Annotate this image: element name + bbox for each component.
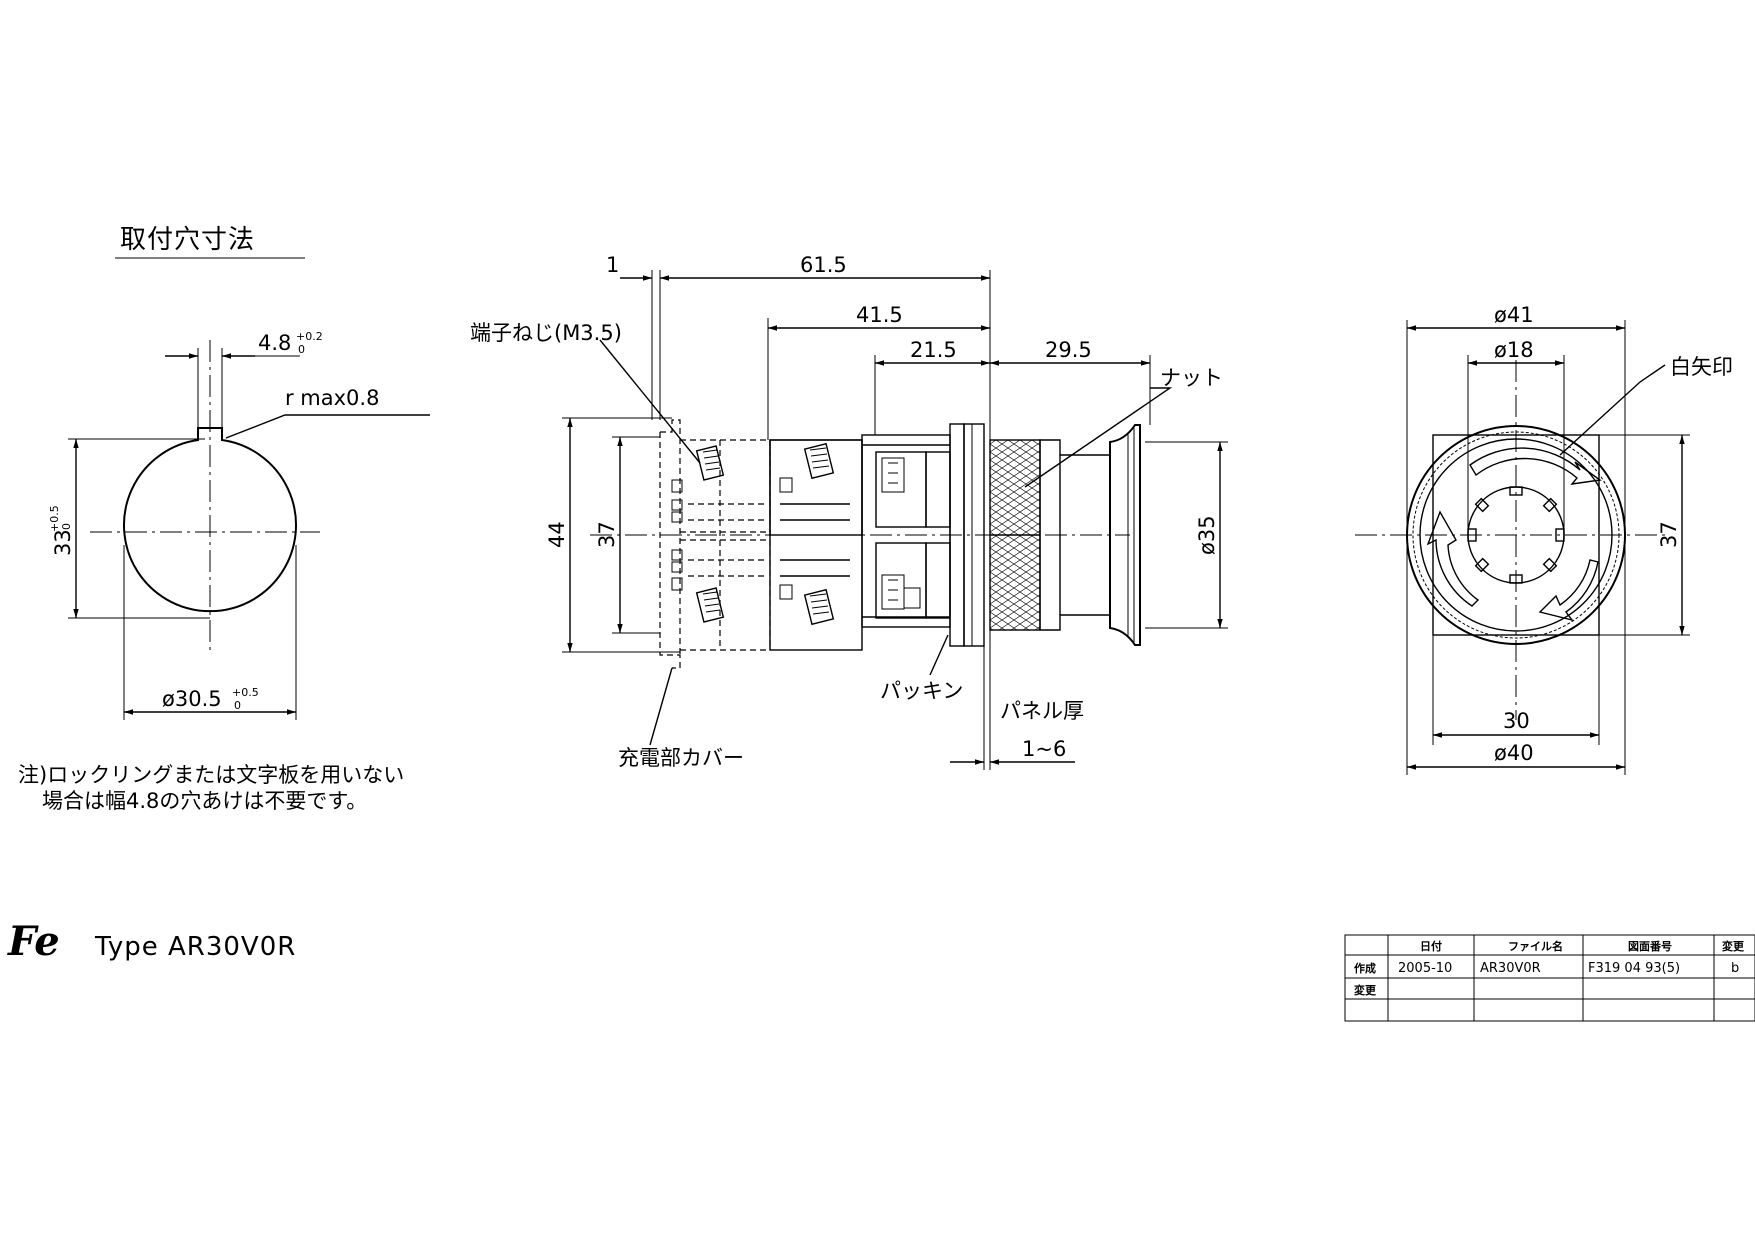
mounting-hole-title: 取付穴寸法 <box>120 225 255 255</box>
nut-leader <box>1024 387 1173 488</box>
note-line-2: 場合は幅4.8の穴あけは不要です。 <box>42 789 367 813</box>
terminal-screw-upper <box>803 442 835 480</box>
dim-37-value: 37 <box>595 521 619 548</box>
diameter-value: ø30.5 <box>162 687 222 711</box>
row1-label: 作成 <box>1354 961 1376 975</box>
dim-21-5-value: 21.5 <box>910 338 957 362</box>
live-part-cover <box>659 419 771 669</box>
height-value: 33 <box>51 529 75 556</box>
type-label: Type AR30V0R <box>94 932 296 962</box>
dim-41-5-value: 41.5 <box>856 303 903 327</box>
contact-block-rear <box>769 439 863 651</box>
panel-range-value: 1~6 <box>1022 737 1066 761</box>
mounting-hole-outline <box>123 427 297 613</box>
white-arrow-upper <box>1469 447 1602 485</box>
radius-leader <box>225 414 430 439</box>
dim-1-value: 1 <box>606 253 619 277</box>
dim-phi40-value: ø40 <box>1494 741 1534 765</box>
dim-37-front-value: 37 <box>1657 521 1681 548</box>
white-arrow-left <box>1426 510 1480 607</box>
mushroom-head <box>1109 424 1141 646</box>
diameter-tol-upper: +0.5 <box>232 686 259 699</box>
key-width-value: 4.8 <box>258 331 291 355</box>
dim-30-value: 30 <box>1503 709 1530 733</box>
row1-revision: b <box>1731 961 1739 976</box>
packing-leader <box>929 634 949 676</box>
dim-61-5-value: 61.5 <box>800 253 847 277</box>
row1-filename: AR30V0R <box>1480 961 1541 976</box>
note-line-1: 注)ロックリングまたは文字板を用いない <box>18 763 404 787</box>
panel-thickness-label: パネル厚 <box>1000 699 1084 723</box>
white-arrow-right <box>1538 559 1599 622</box>
nut-label: ナット <box>1160 366 1223 390</box>
dim-29-5-value: 29.5 <box>1045 338 1092 362</box>
key-width-tol-lower: 0 <box>298 343 305 356</box>
row1-date: 2005-10 <box>1398 961 1452 976</box>
terminal-block-upper <box>671 445 725 523</box>
side-view: 端子ねじ(M3.5) ナット パッキン パネル厚 充電部カバー 1 61.5 4… <box>470 253 1228 770</box>
hdr-drawing-no: 図面番号 <box>1628 939 1672 953</box>
terminal-screw-lower <box>803 588 835 626</box>
white-arrow-label: 白矢印 <box>1670 355 1733 379</box>
hdr-date: 日付 <box>1420 939 1442 953</box>
terminal-screw-leader <box>599 339 701 464</box>
brand-block: Fe Type AR30V0R <box>7 918 296 965</box>
title-block: 日付 ファイル名 図面番号 変更 作成 2005-10 AR30V0R F319… <box>1344 934 1755 1022</box>
dim-44-value: 44 <box>545 521 569 548</box>
key-width-tol-upper: +0.2 <box>296 330 323 343</box>
dim-phi35-value: ø35 <box>1195 515 1219 555</box>
operator-housing <box>861 434 951 628</box>
hdr-revision: 変更 <box>1722 939 1745 953</box>
packing-label: パッキン <box>880 679 963 703</box>
terminal-screw-label: 端子ねじ(M3.5) <box>470 321 622 345</box>
diameter-tol-lower: 0 <box>234 699 241 712</box>
mounting-hole-view: 取付穴寸法 4.8 +0.2 0 r max0.8 33 +0.5 0 <box>48 225 430 720</box>
height-tol-upper: +0.5 <box>48 505 61 532</box>
radius-note: r max0.8 <box>285 386 379 410</box>
live-cover-leader <box>649 667 673 746</box>
row2-label: 変更 <box>1354 983 1377 997</box>
live-cover-label: 充電部カバー <box>618 746 744 770</box>
dim-phi18-value: ø18 <box>1494 338 1534 362</box>
hdr-filename: ファイル名 <box>1508 939 1563 953</box>
height-tol-lower: 0 <box>60 523 73 530</box>
dim-phi41-value: ø41 <box>1494 303 1534 327</box>
row1-drawing-no: F319 04 93(5) <box>1588 961 1680 976</box>
brand-logo: Fe <box>7 918 60 965</box>
square-body <box>1432 434 1600 636</box>
white-arrow-leader <box>1559 364 1666 456</box>
front-view: 白矢印 ø41 ø18 37 30 ø40 <box>1355 303 1733 775</box>
